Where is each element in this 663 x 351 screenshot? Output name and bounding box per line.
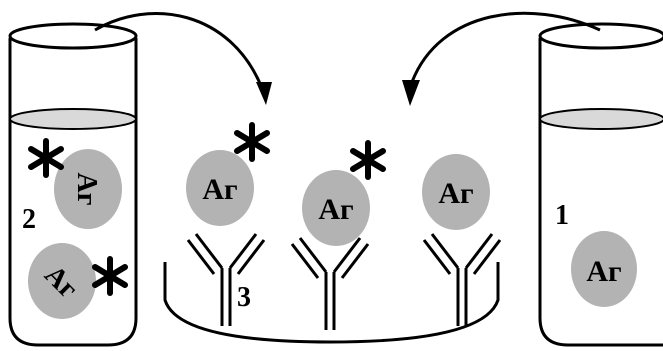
tube-right: Аг 1 [540, 24, 663, 345]
enzyme-label-icon [95, 259, 125, 293]
liquid-surface-left [10, 109, 136, 129]
svg-text:Аг: Аг [438, 177, 473, 210]
svg-text:Аг: Аг [318, 193, 353, 226]
labeled-antigen-upper: Аг [31, 141, 122, 229]
bound-labeled-antigen-1: Аг [186, 125, 267, 226]
tube-left-label: 2 [22, 204, 36, 235]
well-label: 3 [237, 282, 251, 313]
bound-labeled-antigen-2: Аг [302, 143, 383, 246]
well: 3 [165, 262, 498, 342]
enzyme-label-icon [31, 141, 61, 175]
enzyme-label-icon [237, 125, 267, 159]
tube-right-label: 1 [555, 200, 569, 231]
bound-antigen-3: Аг [422, 154, 490, 230]
enzyme-label-icon [353, 143, 383, 177]
antibody-icon [188, 234, 264, 326]
svg-text:Аг: Аг [71, 173, 102, 206]
liquid-surface-right [540, 109, 663, 129]
svg-text:Аг: Аг [586, 255, 621, 288]
tube-left: Аг Аг 2 [10, 24, 136, 345]
svg-text:Аг: Аг [202, 173, 237, 206]
free-antigen: Аг [571, 231, 637, 307]
antibody-icon [292, 238, 368, 330]
labeled-antigen-lower: Аг [28, 243, 125, 319]
